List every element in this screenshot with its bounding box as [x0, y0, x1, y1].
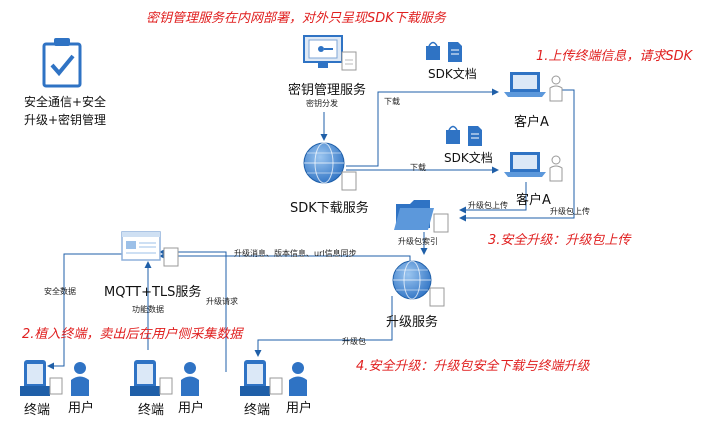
document-icon	[448, 42, 462, 62]
client-label: 客户A	[514, 115, 549, 130]
sdk-service-label: SDK下载服务	[290, 201, 369, 216]
terminal-label: 终端	[244, 403, 271, 418]
sdk-doc-label: SDK文档	[444, 151, 493, 165]
key-server-icon	[303, 35, 357, 71]
upgrade-service-label: 升级服务	[386, 315, 439, 330]
user-icon	[181, 362, 199, 396]
edge-func-data: 功能数据	[132, 305, 164, 314]
edge-key-dist: 密钥分发	[306, 99, 338, 108]
mqtt-service-label: MQTT+TLS服务	[104, 285, 202, 300]
terminal-device-icon	[240, 360, 283, 396]
terminal-device-icon	[20, 360, 63, 396]
laptop-icon	[504, 72, 546, 97]
person-icon	[549, 75, 563, 102]
key-service-label: 密钥管理服务	[288, 83, 367, 98]
edge-pkg: 升级包	[342, 337, 366, 346]
edge-pkg-index: 升级包索引	[398, 237, 438, 246]
edge-download: 下载	[384, 97, 400, 106]
sdk-doc-label: SDK文档	[428, 67, 477, 81]
clipboard-check-icon	[42, 38, 82, 88]
document-icon	[468, 126, 482, 146]
laptop-icon	[504, 152, 546, 177]
folder-icon	[394, 200, 449, 233]
edge-secure-data: 安全数据	[44, 287, 76, 296]
step-4-note: 4.安全升级：升级包安全下载与终端升级	[356, 359, 590, 374]
terminal-label: 终端	[24, 403, 51, 418]
globe-icon	[392, 260, 445, 307]
legend-line-1: 安全通信+安全	[24, 95, 107, 109]
user-label: 用户	[178, 401, 205, 416]
step-1-note: 1.上传终端信息，请求SDK	[536, 49, 693, 64]
legend-line-2: 升级+密钥管理	[24, 113, 107, 127]
person-icon	[549, 155, 563, 182]
edge-upgrade-req: 升级请求	[206, 297, 238, 306]
edge-pkg-upload: 升级包上传	[550, 207, 590, 216]
user-icon	[289, 362, 307, 396]
edge-sync-info: 升级消息、版本信息、url信息同步	[234, 249, 357, 258]
top-note: 密钥管理服务在内网部署，对外只呈现SDK下载服务	[146, 11, 446, 26]
sdk-bag-icon	[426, 41, 440, 60]
terminal-device-icon	[130, 360, 173, 396]
client-label: 客户A	[516, 193, 551, 208]
mqtt-server-icon	[121, 231, 179, 267]
globe-icon	[303, 142, 357, 191]
edge-download: 下载	[410, 163, 426, 172]
edge-pkg-upload: 升级包上传	[468, 201, 508, 210]
user-label: 用户	[68, 401, 95, 416]
step-2-note: 2.植入终端，卖出后在用户侧采集数据	[22, 327, 243, 342]
user-label: 用户	[286, 401, 313, 416]
user-icon	[71, 362, 89, 396]
sdk-bag-icon	[446, 125, 460, 144]
terminal-label: 终端	[138, 403, 165, 418]
step-3-note: 3.安全升级：升级包上传	[488, 233, 631, 248]
